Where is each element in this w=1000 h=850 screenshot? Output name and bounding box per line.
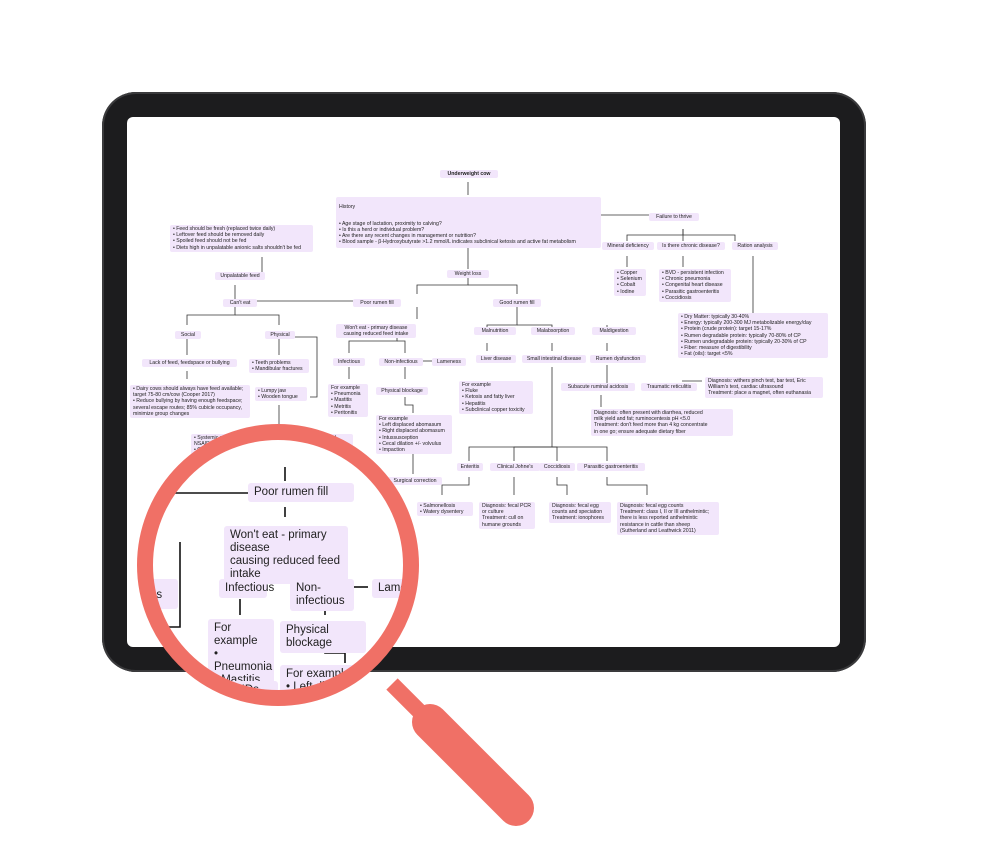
maldigestion-node: Maldigestion — [592, 327, 636, 336]
infectious-examples-node: For example • Pneumonia • Mastitis • Met… — [328, 384, 368, 418]
malnutrition-node: Malnutrition — [474, 327, 516, 336]
zoom-physical-blockage: Physical blockage — [280, 621, 366, 653]
traumatic-dx-node: Diagnosis: withers pinch test, bar test,… — [705, 377, 823, 398]
chronic-disease-node: Is there chronic disease? — [657, 242, 725, 251]
chronic-list-node: • BVD - persistent infection • Chronic p… — [659, 269, 731, 303]
lumpy-jaw-node: • Lumpy jaw • Wooden tongue — [255, 387, 307, 402]
physical-node: Physical — [265, 331, 295, 340]
enteritis-list-node: • Salmonellosis • Watery dysentery — [417, 502, 473, 517]
good-rumen-fill-node: Good rumen fill — [493, 299, 541, 308]
johnes-dx-node: Diagnosis: fecal PCR or culture Treatmen… — [479, 502, 535, 529]
cocci-dx-node: Diagnosis: fecal egg counts and speciati… — [549, 502, 611, 523]
history-title: History — [339, 204, 356, 211]
mineral-deficiency-node: Mineral deficiency — [602, 242, 654, 251]
zoom-infectious: Infectious — [219, 579, 274, 598]
feed-notes-node: • Feed should be fresh (replaced twice d… — [170, 225, 313, 252]
zoom-blockage-examples: For example • Left displaced a • Right d… — [280, 665, 406, 693]
unpalatable-feed-node: Unpalatable feed — [215, 272, 265, 281]
infectious-node: Infectious — [333, 358, 365, 367]
teeth-node: • Teeth problems • Mandibular fractures — [249, 359, 309, 374]
dairy-notes-node: • Dairy cows should always have feed ava… — [130, 385, 250, 419]
malabsorption-node: Malabsorption — [531, 327, 575, 336]
minerals-node: • Copper • Selenium • Cobalt • Iodine — [614, 269, 646, 296]
zoom-left-partial: es — [150, 579, 178, 609]
social-node: Social — [175, 331, 201, 340]
zoom-non-infectious: Non-infectious — [290, 579, 354, 611]
connector-lines — [186, 182, 754, 495]
physical-blockage-node: Physical blockage — [376, 387, 428, 396]
parasitic-dx-node: Diagnosis: fecal egg counts Treatment: c… — [617, 502, 719, 536]
johnes-node: Clinical Johne's — [490, 463, 540, 472]
zoom-nsaids-partial: NSAIDs — [212, 681, 278, 693]
root-node: Underweight cow — [440, 170, 498, 179]
history-node: History • Age stage of lactation, proxim… — [336, 197, 601, 248]
lameness-node: Lameness — [432, 358, 466, 367]
weight-loss-node: Weight loss — [447, 270, 489, 279]
rumen-dysfunction-node: Rumen dysfunction — [590, 355, 646, 364]
small-intestinal-node: Small intestinal disease — [522, 355, 586, 364]
non-infectious-node: Non-infectious — [379, 358, 423, 367]
cant-eat-node: Can't eat — [223, 299, 257, 308]
traumatic-node: Traumatic reticulitis — [641, 383, 697, 392]
poor-rumen-fill-node: Poor rumen fill — [353, 299, 401, 308]
subacute-node: Subacute ruminal acidosis — [561, 383, 635, 392]
lack-of-feed-node: Lack of feed, feedspace or bullying — [142, 359, 237, 368]
coccidiosis-node: Coccidiosis — [539, 463, 575, 472]
ration-list-node: • Dry Matter: typically 30-40% • Energy:… — [678, 313, 828, 359]
wont-eat-node: Won't eat - primary disease causing redu… — [336, 324, 416, 339]
liver-examples-node: For example • Fluke • Ketosis and fatty … — [459, 381, 533, 415]
liver-disease-node: Liver disease — [476, 355, 516, 364]
parasitic-node: Parasitic gastroenteritis — [577, 463, 645, 472]
zoom-lameness: Lame — [372, 579, 406, 598]
zoom-wont-eat: Won't eat - primary disease causing redu… — [224, 526, 348, 584]
failure-to-thrive-node: Failure to thrive — [649, 213, 699, 222]
ration-analysis-node: Ration analysis — [732, 242, 778, 251]
zoom-poor-rumen-fill: Poor rumen fill — [248, 483, 354, 502]
history-items: • Age stage of lactation, proximity to c… — [339, 220, 576, 246]
magnifier-lens: Poor rumen fill Won't eat - primary dise… — [150, 437, 406, 693]
sara-dx-node: Diagnosis: often present with diarrhea, … — [591, 409, 733, 436]
enteritis-node: Enteritis — [457, 463, 483, 472]
